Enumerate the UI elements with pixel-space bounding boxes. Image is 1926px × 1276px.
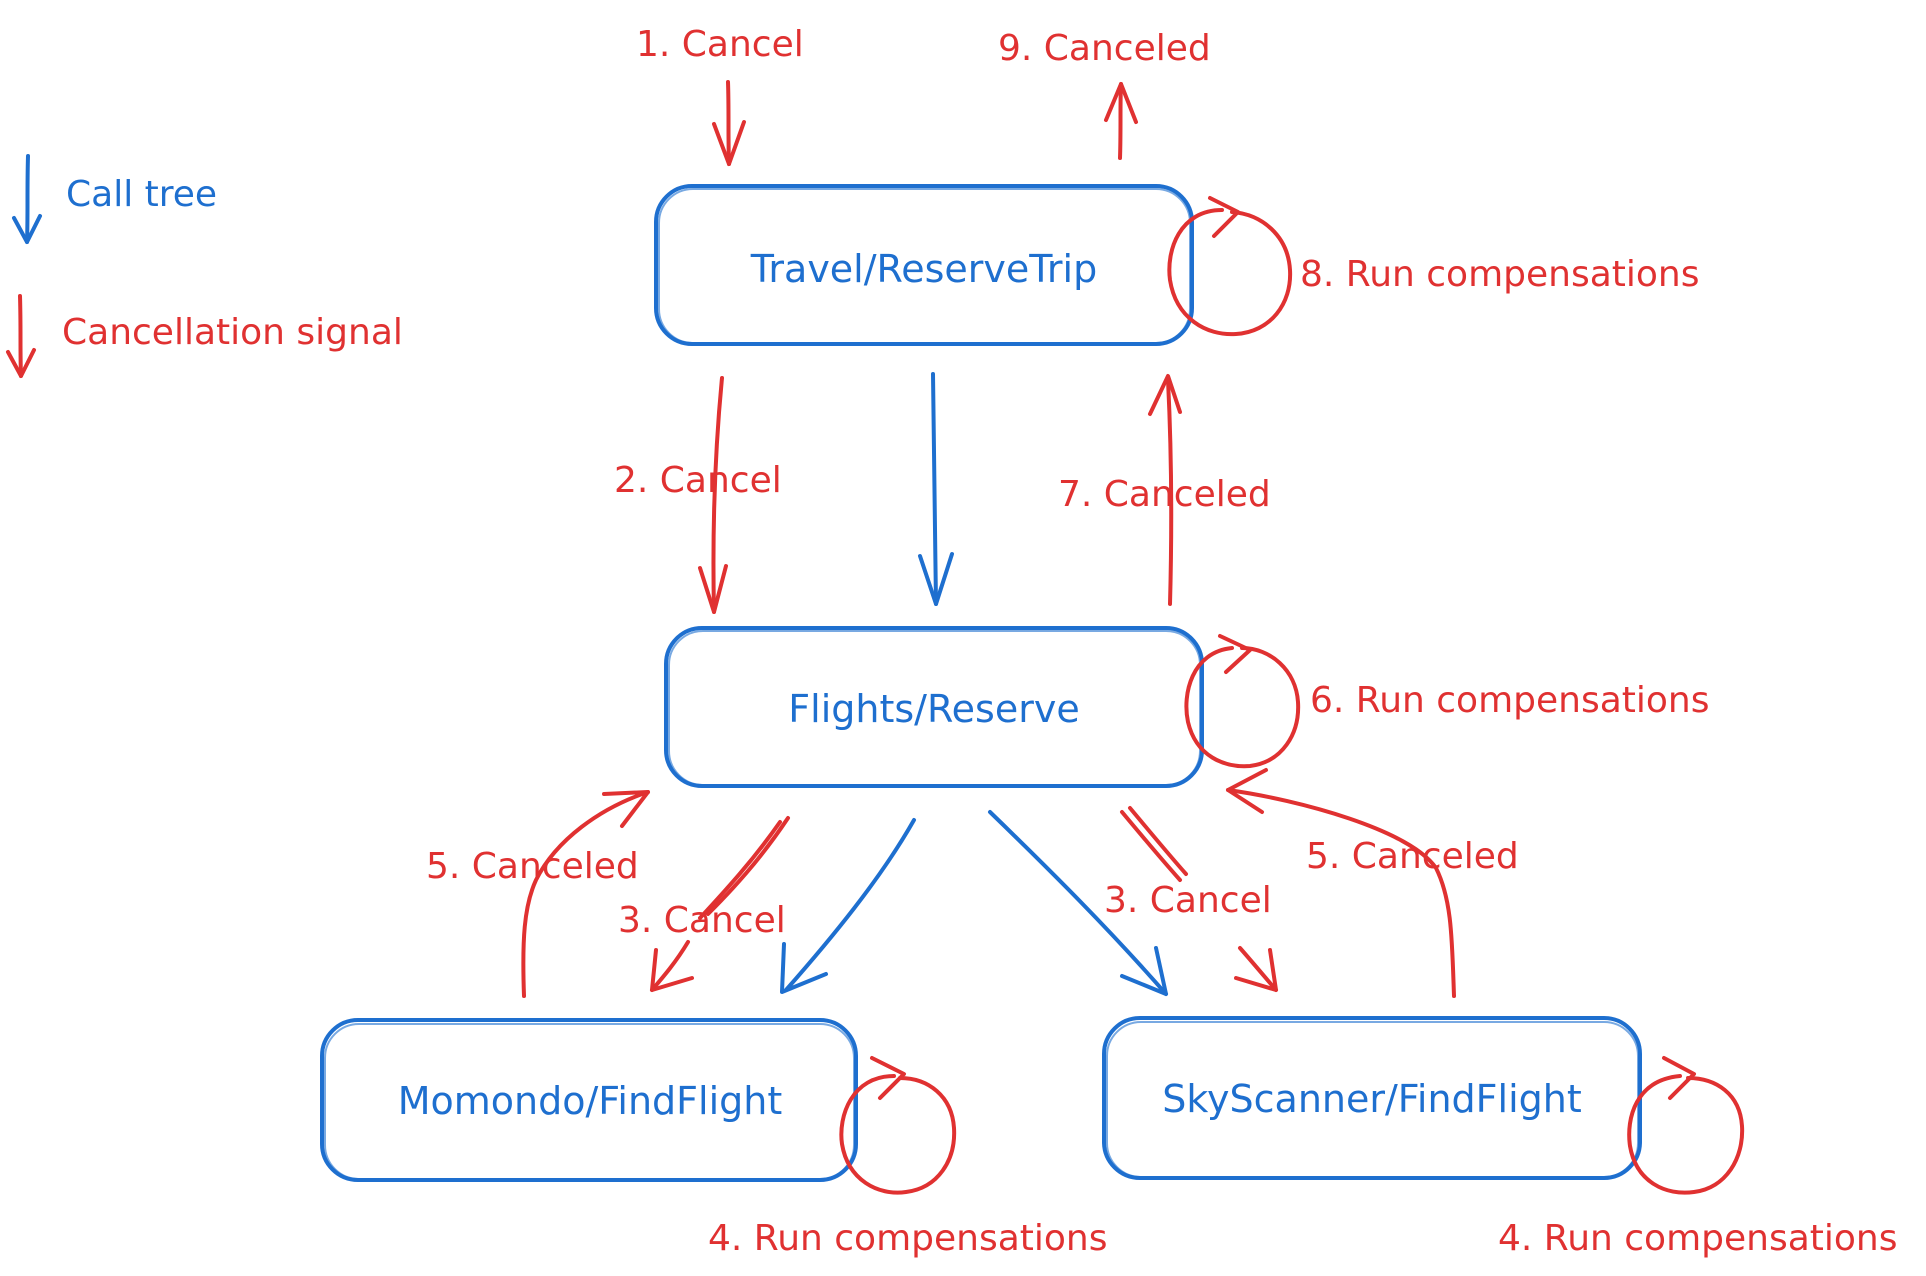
call-arrow-travel-to-flights — [918, 372, 954, 606]
label-step8: 8. Run compensations — [1300, 254, 1700, 295]
node-skyscanner-label: SkyScanner/FindFlight — [1162, 1077, 1581, 1121]
signal-arrow-step9 — [1104, 82, 1138, 160]
legend-call-tree-label: Call tree — [66, 174, 217, 215]
signal-arrow-step7 — [1148, 374, 1182, 606]
node-flights-label: Flights/Reserve — [788, 687, 1079, 731]
legend-cancellation-arrow-icon — [6, 294, 36, 378]
signal-arrow-step5-right — [1226, 768, 1456, 998]
signal-arrow-step3-right — [1120, 806, 1278, 992]
label-step5-right: 5. Canceled — [1306, 836, 1519, 877]
node-travel-reserve-trip: Travel/ReserveTrip — [654, 184, 1194, 346]
node-momondo-label: Momondo/FindFlight — [398, 1079, 783, 1123]
signal-arrow-step5-left — [521, 790, 650, 998]
node-skyscanner-find-flight: SkyScanner/FindFlight — [1102, 1016, 1642, 1180]
legend-call-tree-arrow-icon — [12, 154, 42, 244]
label-step5-left: 5. Canceled — [426, 846, 639, 887]
compensation-loop-step6-icon — [1184, 634, 1301, 769]
node-travel-label: Travel/ReserveTrip — [750, 247, 1097, 291]
compensation-loop-step4-left-icon — [839, 1056, 957, 1195]
compensation-loop-step8-icon — [1167, 196, 1293, 337]
legend-cancellation-label: Cancellation signal — [62, 312, 403, 353]
label-step4-left: 4. Run compensations — [708, 1218, 1108, 1259]
signal-arrow-step3-left — [650, 816, 790, 992]
compensation-loop-step4-right-icon — [1627, 1056, 1745, 1195]
signal-arrow-step2 — [698, 376, 728, 614]
call-arrow-flights-to-skyscanner — [988, 810, 1168, 996]
label-step2: 2. Cancel — [614, 460, 782, 501]
label-step3-right: 3. Cancel — [1104, 880, 1272, 921]
signal-arrow-step1 — [712, 80, 746, 166]
node-flights-reserve: Flights/Reserve — [664, 626, 1204, 788]
label-step7: 7. Canceled — [1058, 474, 1271, 515]
label-step1: 1. Cancel — [636, 24, 804, 65]
label-step4-right: 4. Run compensations — [1498, 1218, 1898, 1259]
label-step9: 9. Canceled — [998, 28, 1211, 69]
node-momondo-find-flight: Momondo/FindFlight — [320, 1018, 858, 1182]
call-arrow-flights-to-momondo — [780, 818, 916, 994]
label-step3-left: 3. Cancel — [618, 900, 786, 941]
legend: Call tree Cancellation signal — [6, 154, 403, 378]
label-step6: 6. Run compensations — [1310, 680, 1710, 721]
